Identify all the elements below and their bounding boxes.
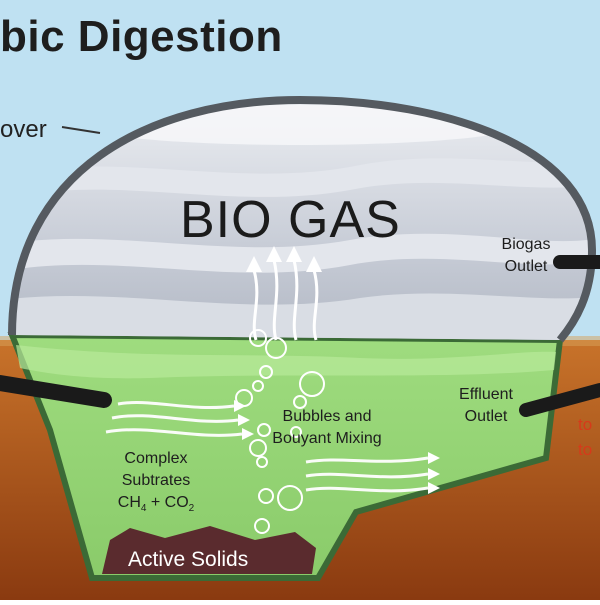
dome-cover-outline bbox=[8, 95, 597, 343]
bubble bbox=[265, 337, 287, 359]
gas-arrow-heads bbox=[246, 246, 322, 272]
gas-arrow bbox=[252, 269, 259, 341]
gas-arrow-head bbox=[306, 256, 322, 272]
complex-line1: Complex bbox=[124, 450, 188, 467]
biogas-outlet-line2: Outlet bbox=[504, 258, 548, 275]
cover-pointer-line bbox=[61, 126, 101, 134]
inflow-arrow bbox=[105, 428, 243, 437]
gas-arrow bbox=[292, 259, 299, 341]
bubble bbox=[254, 518, 270, 534]
bubble bbox=[293, 395, 307, 409]
bubble bbox=[257, 423, 271, 437]
bubble bbox=[252, 380, 264, 392]
bubble bbox=[249, 439, 267, 457]
outflow-arrow-heads bbox=[428, 452, 440, 494]
ch-text: CH bbox=[117, 494, 141, 511]
biogas-outlet-label: Biogas Outlet bbox=[486, 234, 566, 278]
outflow-arrow bbox=[305, 456, 429, 464]
complex-line2: Subtrates bbox=[121, 472, 191, 489]
active-solids-label: Active Solids bbox=[128, 548, 249, 571]
inflow-arrow bbox=[111, 414, 239, 423]
outflow-arrow bbox=[305, 486, 429, 493]
gas-arrow-head bbox=[246, 256, 262, 272]
inflow-arrows bbox=[105, 400, 243, 437]
effluent-outlet-pipe bbox=[519, 383, 600, 417]
rising-gas-arrows bbox=[252, 259, 319, 341]
bubble bbox=[259, 365, 273, 379]
effluent-line2: Outlet bbox=[464, 408, 508, 425]
gas-arrow bbox=[312, 269, 319, 341]
liquid-surface-band bbox=[16, 345, 556, 379]
co-text: + CO bbox=[146, 494, 189, 511]
effluent-outlet-label: Effluent Outlet bbox=[446, 384, 526, 428]
outflow-arrow bbox=[305, 472, 429, 479]
complex-substrates-label: Complex Subtrates CH4 + CO2 bbox=[104, 448, 208, 520]
bubble bbox=[235, 389, 253, 407]
ch-subscript: 4 bbox=[140, 503, 147, 515]
digester-tank bbox=[7, 331, 564, 581]
inlet-pipe bbox=[0, 375, 112, 408]
gas-arrow-head bbox=[286, 246, 302, 262]
complex-line3: CH4 + CO2 bbox=[104, 492, 208, 520]
effluent-line1: Effluent bbox=[459, 386, 513, 403]
bubbles-mixing-label: Bubbles and Bouyant Mixing bbox=[262, 406, 392, 450]
bubble bbox=[249, 329, 267, 347]
cover-label: over bbox=[0, 116, 47, 143]
outflow-arrows bbox=[305, 456, 429, 493]
active-solids-layer bbox=[102, 526, 316, 574]
to-label-1: to bbox=[578, 415, 593, 434]
bubble bbox=[277, 485, 303, 511]
inflow-arrow bbox=[117, 400, 235, 410]
bubbles-line2: Bouyant Mixing bbox=[272, 430, 382, 447]
co-subscript: 2 bbox=[188, 503, 195, 515]
bubble bbox=[258, 488, 274, 504]
diagram-title: bic Digestion bbox=[0, 12, 283, 61]
biogas-outlet-line1: Biogas bbox=[501, 236, 551, 253]
bubbles-line1: Bubbles and bbox=[282, 408, 372, 425]
bubble bbox=[299, 371, 325, 397]
gas-arrow bbox=[272, 259, 279, 341]
bubble bbox=[256, 456, 268, 468]
bio-gas-label: BIO GAS bbox=[180, 191, 401, 249]
to-label-2: to bbox=[578, 440, 593, 459]
gas-bubbles bbox=[235, 329, 325, 534]
bubble bbox=[290, 426, 302, 438]
gas-arrow-head bbox=[266, 246, 282, 262]
